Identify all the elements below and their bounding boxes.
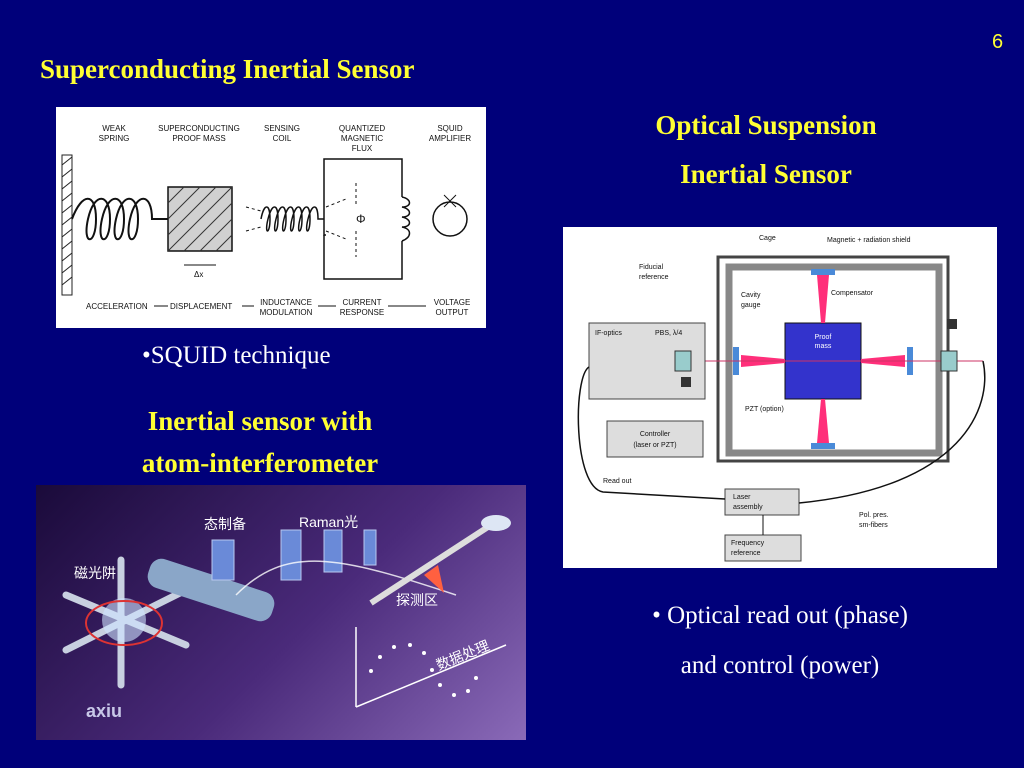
mot-coil bbox=[85, 600, 163, 646]
controller-label-2: (laser or PZT) bbox=[633, 442, 676, 449]
freq-label-2: reference bbox=[731, 550, 761, 557]
chain-voltage-1: VOLTAGE bbox=[434, 298, 471, 307]
pbs-label: PBS, λ/4 bbox=[655, 330, 682, 337]
label-data-processing: 数据处理 bbox=[434, 637, 492, 673]
atom-title-line1: Inertial sensor with bbox=[147, 406, 373, 436]
phi-symbol: Φ bbox=[356, 212, 366, 226]
if-optics-label: IF-optics bbox=[595, 330, 622, 337]
optical-title-line2: Inertial Sensor bbox=[680, 159, 852, 189]
sensing-coil-label-1: SENSING bbox=[264, 124, 300, 133]
pol-label-2: sm-fibers bbox=[859, 522, 888, 529]
fiducial-label-1: Fiducial bbox=[639, 264, 664, 271]
proof-mass-label-2: mass bbox=[815, 343, 832, 350]
mot-glow bbox=[102, 598, 146, 642]
chain-inductance-1: INDUCTANCE bbox=[260, 298, 312, 307]
slide-title: Superconducting Inertial Sensor bbox=[40, 54, 415, 84]
squid-bullet: •SQUID technique bbox=[142, 342, 331, 369]
read-out-label: Read out bbox=[603, 478, 631, 485]
flux-label-2: MAGNETIC bbox=[341, 134, 383, 143]
label-state-prep: 态制备 bbox=[204, 516, 246, 532]
page-number: 6 bbox=[992, 31, 1004, 53]
squid-label-1: SQUID bbox=[437, 124, 463, 133]
controller-label-1: Controller bbox=[640, 431, 671, 438]
label-mot: 磁光阱 bbox=[74, 565, 116, 581]
optical-suspension-diagram: Proof mass IF-optics PBS, λ/4 Controller… bbox=[563, 227, 997, 568]
chain-current-2: RESPONSE bbox=[340, 308, 384, 317]
chain-inductance-2: MODULATION bbox=[260, 308, 313, 317]
label-raman: Raman光 bbox=[299, 514, 358, 530]
label-detection: 探测区 bbox=[396, 592, 438, 608]
chain-current-1: CURRENT bbox=[342, 298, 381, 307]
weak-spring-label-1: WEAK bbox=[102, 124, 126, 133]
sensing-coil-label-2: COIL bbox=[273, 134, 292, 143]
chain-displacement: DISPLACEMENT bbox=[170, 302, 232, 311]
cavity-label-2: gauge bbox=[741, 302, 761, 309]
proof-mass-label-1: Proof bbox=[815, 334, 832, 341]
optical-title-line1: Optical Suspension bbox=[655, 110, 877, 140]
flux-label-1: QUANTIZED bbox=[339, 124, 385, 133]
chain-acceleration: ACCELERATION bbox=[86, 302, 148, 311]
cavity-label-1: Cavity bbox=[741, 292, 761, 299]
flux-label-3: FLUX bbox=[352, 144, 373, 153]
atom-title-line2: atom-interferometer bbox=[141, 448, 379, 478]
proof-mass-label-2: PROOF MASS bbox=[172, 134, 225, 143]
optical-bullet-line2: and control (power) bbox=[680, 652, 880, 679]
shield-label: Magnetic + radiation shield bbox=[827, 237, 911, 244]
atom-interferometer-image: 态制备 Raman光 磁光阱 探测区 数据处理 axiu bbox=[36, 485, 526, 740]
laser-label-1: Laser bbox=[733, 494, 751, 501]
compensator-label: Compensator bbox=[831, 290, 874, 297]
squid-diagram: Δx Φ WEAK SPRING SUPERCONDUCTING PROOF M… bbox=[56, 107, 486, 328]
weak-spring-label-2: SPRING bbox=[99, 134, 130, 143]
chain-voltage-2: OUTPUT bbox=[436, 308, 469, 317]
pzt-label: PZT (option) bbox=[745, 406, 784, 413]
freq-label-1: Frequency bbox=[731, 540, 765, 547]
delta-x-label: Δx bbox=[194, 270, 203, 279]
laser-label-2: assembly bbox=[733, 504, 763, 511]
cage-label: Cage bbox=[759, 235, 776, 242]
axiu-logo: axiu bbox=[86, 701, 122, 721]
atom-tube bbox=[147, 558, 275, 622]
optical-bullet-line1: • Optical read out (phase) bbox=[652, 602, 908, 629]
fiducial-label-2: reference bbox=[639, 274, 669, 281]
squid-label-2: AMPLIFIER bbox=[429, 134, 471, 143]
pol-label-1: Pol. pres. bbox=[859, 512, 889, 519]
proof-mass-label-1: SUPERCONDUCTING bbox=[158, 124, 240, 133]
